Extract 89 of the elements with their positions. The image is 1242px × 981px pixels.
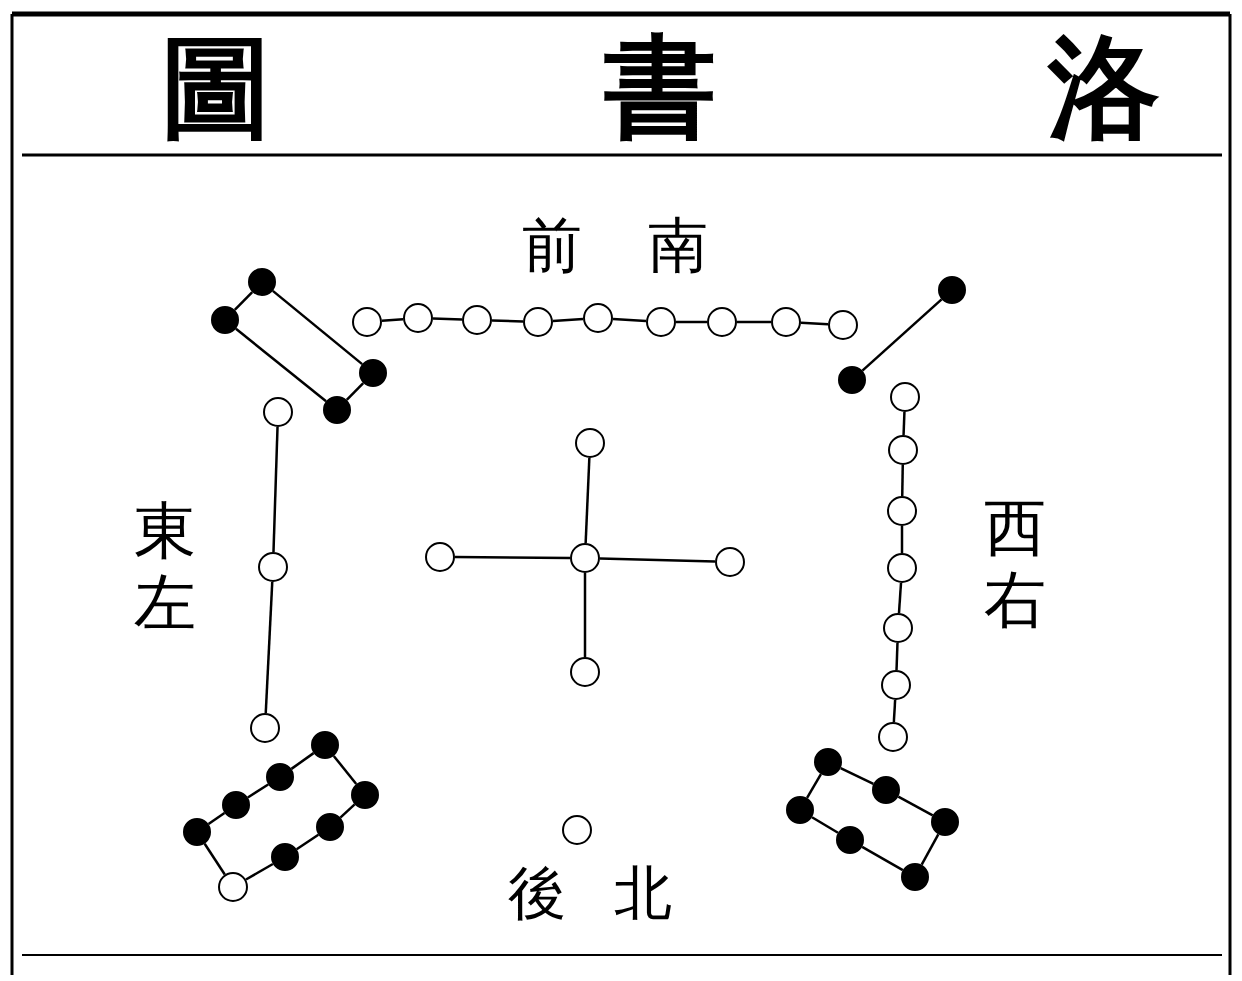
connecting-line [676,320,707,324]
filled-dot [938,276,966,304]
connecting-line [247,783,269,799]
connecting-line [432,317,463,321]
connecting-line [897,582,903,614]
open-circle [828,310,858,340]
filled-dot [931,808,959,836]
filled-dot [271,843,299,871]
connecting-line [861,298,943,372]
connecting-line [345,382,365,401]
connecting-line [840,766,874,786]
connecting-line [920,833,940,866]
open-circle [263,397,293,427]
filled-dot [183,818,211,846]
open-circle [575,428,605,458]
connecting-line [583,573,587,657]
filled-dot [359,359,387,387]
filled-dot [311,731,339,759]
connecting-line [339,803,356,819]
connecting-line [599,557,716,563]
open-circle [887,496,917,526]
connecting-line [381,317,404,323]
connecting-line [861,845,904,872]
open-circle [352,307,382,337]
connecting-line [811,816,839,834]
connecting-line [800,321,829,326]
direction-label: 西右 [984,492,1046,636]
open-circle [462,305,492,335]
open-circle [888,435,918,465]
connecting-line [235,327,327,403]
open-circle [570,543,600,573]
filled-dot [222,791,250,819]
filled-dot [814,748,842,776]
open-circle [562,815,592,845]
connecting-line [900,526,904,553]
open-circle [771,307,801,337]
open-circle [250,713,280,743]
connecting-line [203,843,226,876]
connecting-line [290,752,315,770]
title: 圖書洛 [160,24,1160,149]
connecting-line [552,317,584,323]
connecting-line [332,755,358,785]
open-circle [646,307,676,337]
connecting-line [272,289,363,366]
open-circle [883,613,913,643]
connecting-line [895,642,899,671]
open-circle [523,307,553,337]
direction-label: 後北 [508,858,672,928]
connecting-line [455,555,570,560]
connecting-line [805,773,823,799]
filled-dot [211,306,239,334]
open-circle [403,303,433,333]
connecting-line [491,319,524,323]
open-circle [887,553,917,583]
open-circle [583,303,613,333]
connecting-line [897,795,934,817]
open-circle [878,722,908,752]
direction-label: 東左 [134,495,196,639]
open-circle [218,872,248,902]
filled-dot [248,268,276,296]
open-circle [881,670,911,700]
open-circle [570,657,600,687]
connecting-line [892,699,897,723]
filled-dot [316,813,344,841]
connecting-line [295,833,320,851]
filled-dot [836,826,864,854]
direction-label: 前南 [522,210,708,280]
filled-dot [872,776,900,804]
filled-dot [901,863,929,891]
connecting-line [264,581,274,714]
filled-dot [351,781,379,809]
connecting-line [272,426,279,553]
open-circle [707,307,737,337]
filled-dot [266,763,294,791]
connecting-line [737,320,771,324]
filled-dot [323,396,351,424]
open-circle [715,547,745,577]
open-circle [890,382,920,412]
connecting-line [901,465,904,496]
connecting-line [612,317,647,323]
open-circle [425,542,455,572]
connecting-line [233,291,254,311]
connecting-line [207,811,226,826]
open-circle [258,552,288,582]
connecting-line [584,457,591,544]
connecting-line [245,862,274,881]
filled-dot [786,796,814,824]
connecting-line [902,411,906,436]
filled-dot [838,366,866,394]
